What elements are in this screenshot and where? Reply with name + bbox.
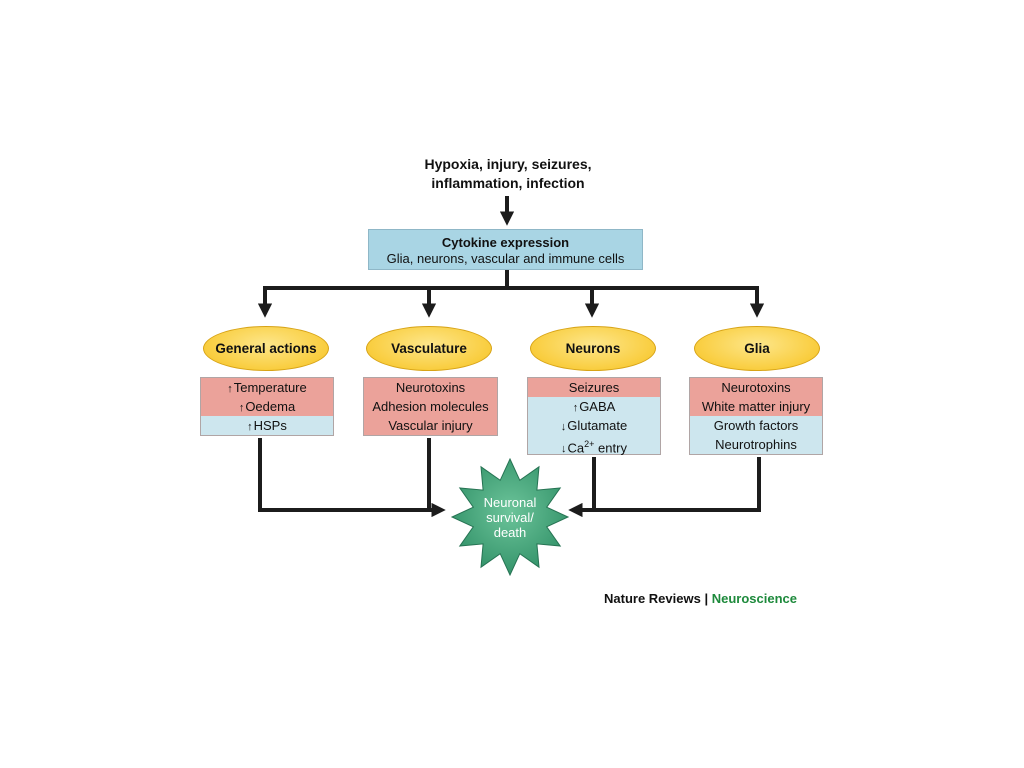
effect-row: Neurotrophins — [690, 435, 822, 454]
effect-row: ↑HSPs — [201, 416, 333, 435]
journal-section: Neuroscience — [711, 591, 797, 606]
neurons-effects: Seizures ↑GABA ↓Glutamate ↓Ca2+ entry — [527, 377, 661, 455]
effect-row: Neurotoxins — [690, 378, 822, 397]
effect-row: ↑GABA — [528, 397, 660, 416]
effect-row: ↓Ca2+ entry — [528, 435, 660, 456]
up-arrow-icon: ↑ — [247, 421, 253, 433]
effect-row: Seizures — [528, 378, 660, 397]
up-arrow-icon: ↑ — [227, 383, 233, 395]
effect-row: ↑Oedema — [201, 397, 333, 416]
trigger-line-2: inflammation, infection — [431, 175, 585, 191]
journal-credit: Nature Reviews | Neuroscience — [604, 591, 797, 606]
glia-to-outcome — [568, 457, 761, 518]
general-actions-to-outcome — [258, 438, 446, 518]
down-arrow-icon: ↓ — [560, 421, 567, 433]
up-arrow-icon: ↑ — [238, 402, 245, 414]
cytokine-title: Cytokine expression — [441, 235, 570, 250]
vasculature-effects: Neurotoxins Adhesion molecules Vascular … — [363, 377, 498, 436]
oval-vasculature: Vasculature — [366, 326, 492, 371]
outcome-label: Neuronal survival/ death — [483, 494, 537, 540]
effect-row: White matter injury — [690, 397, 822, 416]
cytokine-expression-box: Cytokine expression Glia, neurons, vascu… — [368, 229, 643, 270]
oval-general-actions: General actions — [203, 326, 329, 371]
effect-row: Neurotoxins — [364, 378, 497, 397]
cytokine-subtitle: Glia, neurons, vascular and immune cells — [386, 251, 625, 266]
glia-effects: Neurotoxins White matter injury Growth f… — [689, 377, 823, 455]
effect-row: Growth factors — [690, 416, 822, 435]
effect-row: Vascular injury — [364, 416, 497, 435]
trigger-line-1: Hypoxia, injury, seizures, — [424, 156, 592, 172]
oval-neurons: Neurons — [530, 326, 656, 371]
effect-row: Adhesion molecules — [364, 397, 497, 416]
outcome-starburst: Neuronal survival/ death — [448, 457, 572, 577]
trigger-factors: Hypoxia, injury, seizures, inflammation,… — [380, 155, 636, 193]
general-actions-effects: ↑Temperature ↑Oedema ↑HSPs — [200, 377, 334, 436]
effect-row: ↑Temperature — [201, 378, 333, 397]
journal-name: Nature Reviews — [604, 591, 701, 606]
oval-glia: Glia — [694, 326, 820, 371]
starburst-shape — [450, 457, 570, 577]
effect-row: ↓Glutamate — [528, 416, 660, 435]
down-arrow-icon: ↓ — [561, 443, 567, 456]
up-arrow-icon: ↑ — [572, 402, 579, 414]
